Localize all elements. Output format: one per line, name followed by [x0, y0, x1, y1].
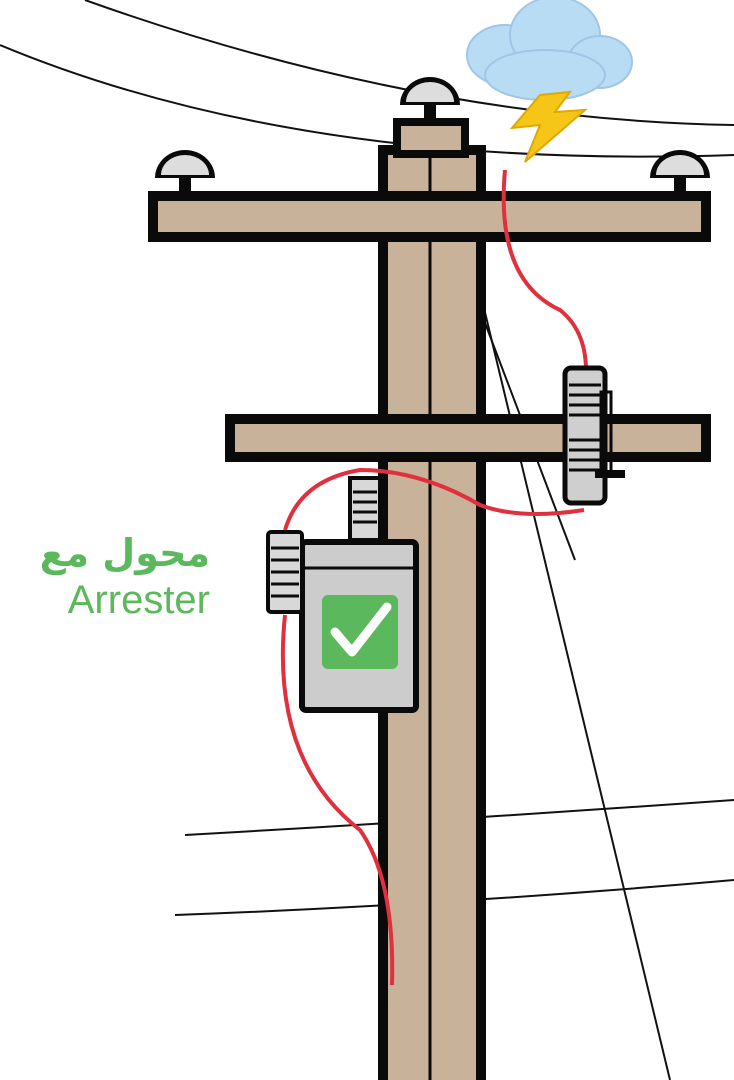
pole-top-bracket [393, 118, 469, 158]
side-arrester [266, 530, 304, 614]
transformer [266, 530, 419, 713]
power-line-top-2 [0, 44, 734, 158]
caption-arrester: Arrester [67, 578, 210, 622]
lower-crossarm [225, 414, 711, 462]
insulators [155, 77, 710, 198]
utility-pole [148, 118, 711, 1080]
power-line-top-1 [84, 0, 734, 126]
transformer-bushing [348, 476, 382, 542]
cloud-with-lightning-icon [466, 0, 633, 163]
surge-wire [280, 169, 588, 986]
check-mark-icon [322, 595, 398, 669]
caption-arabic: محول مع [39, 531, 210, 575]
insulator-right [650, 150, 710, 198]
insulator-left [155, 150, 215, 198]
caption-label: محول مع Arrester [10, 530, 210, 624]
insulator-center [400, 77, 460, 125]
cutout-arrester [562, 365, 625, 506]
top-crossarm [148, 191, 711, 242]
